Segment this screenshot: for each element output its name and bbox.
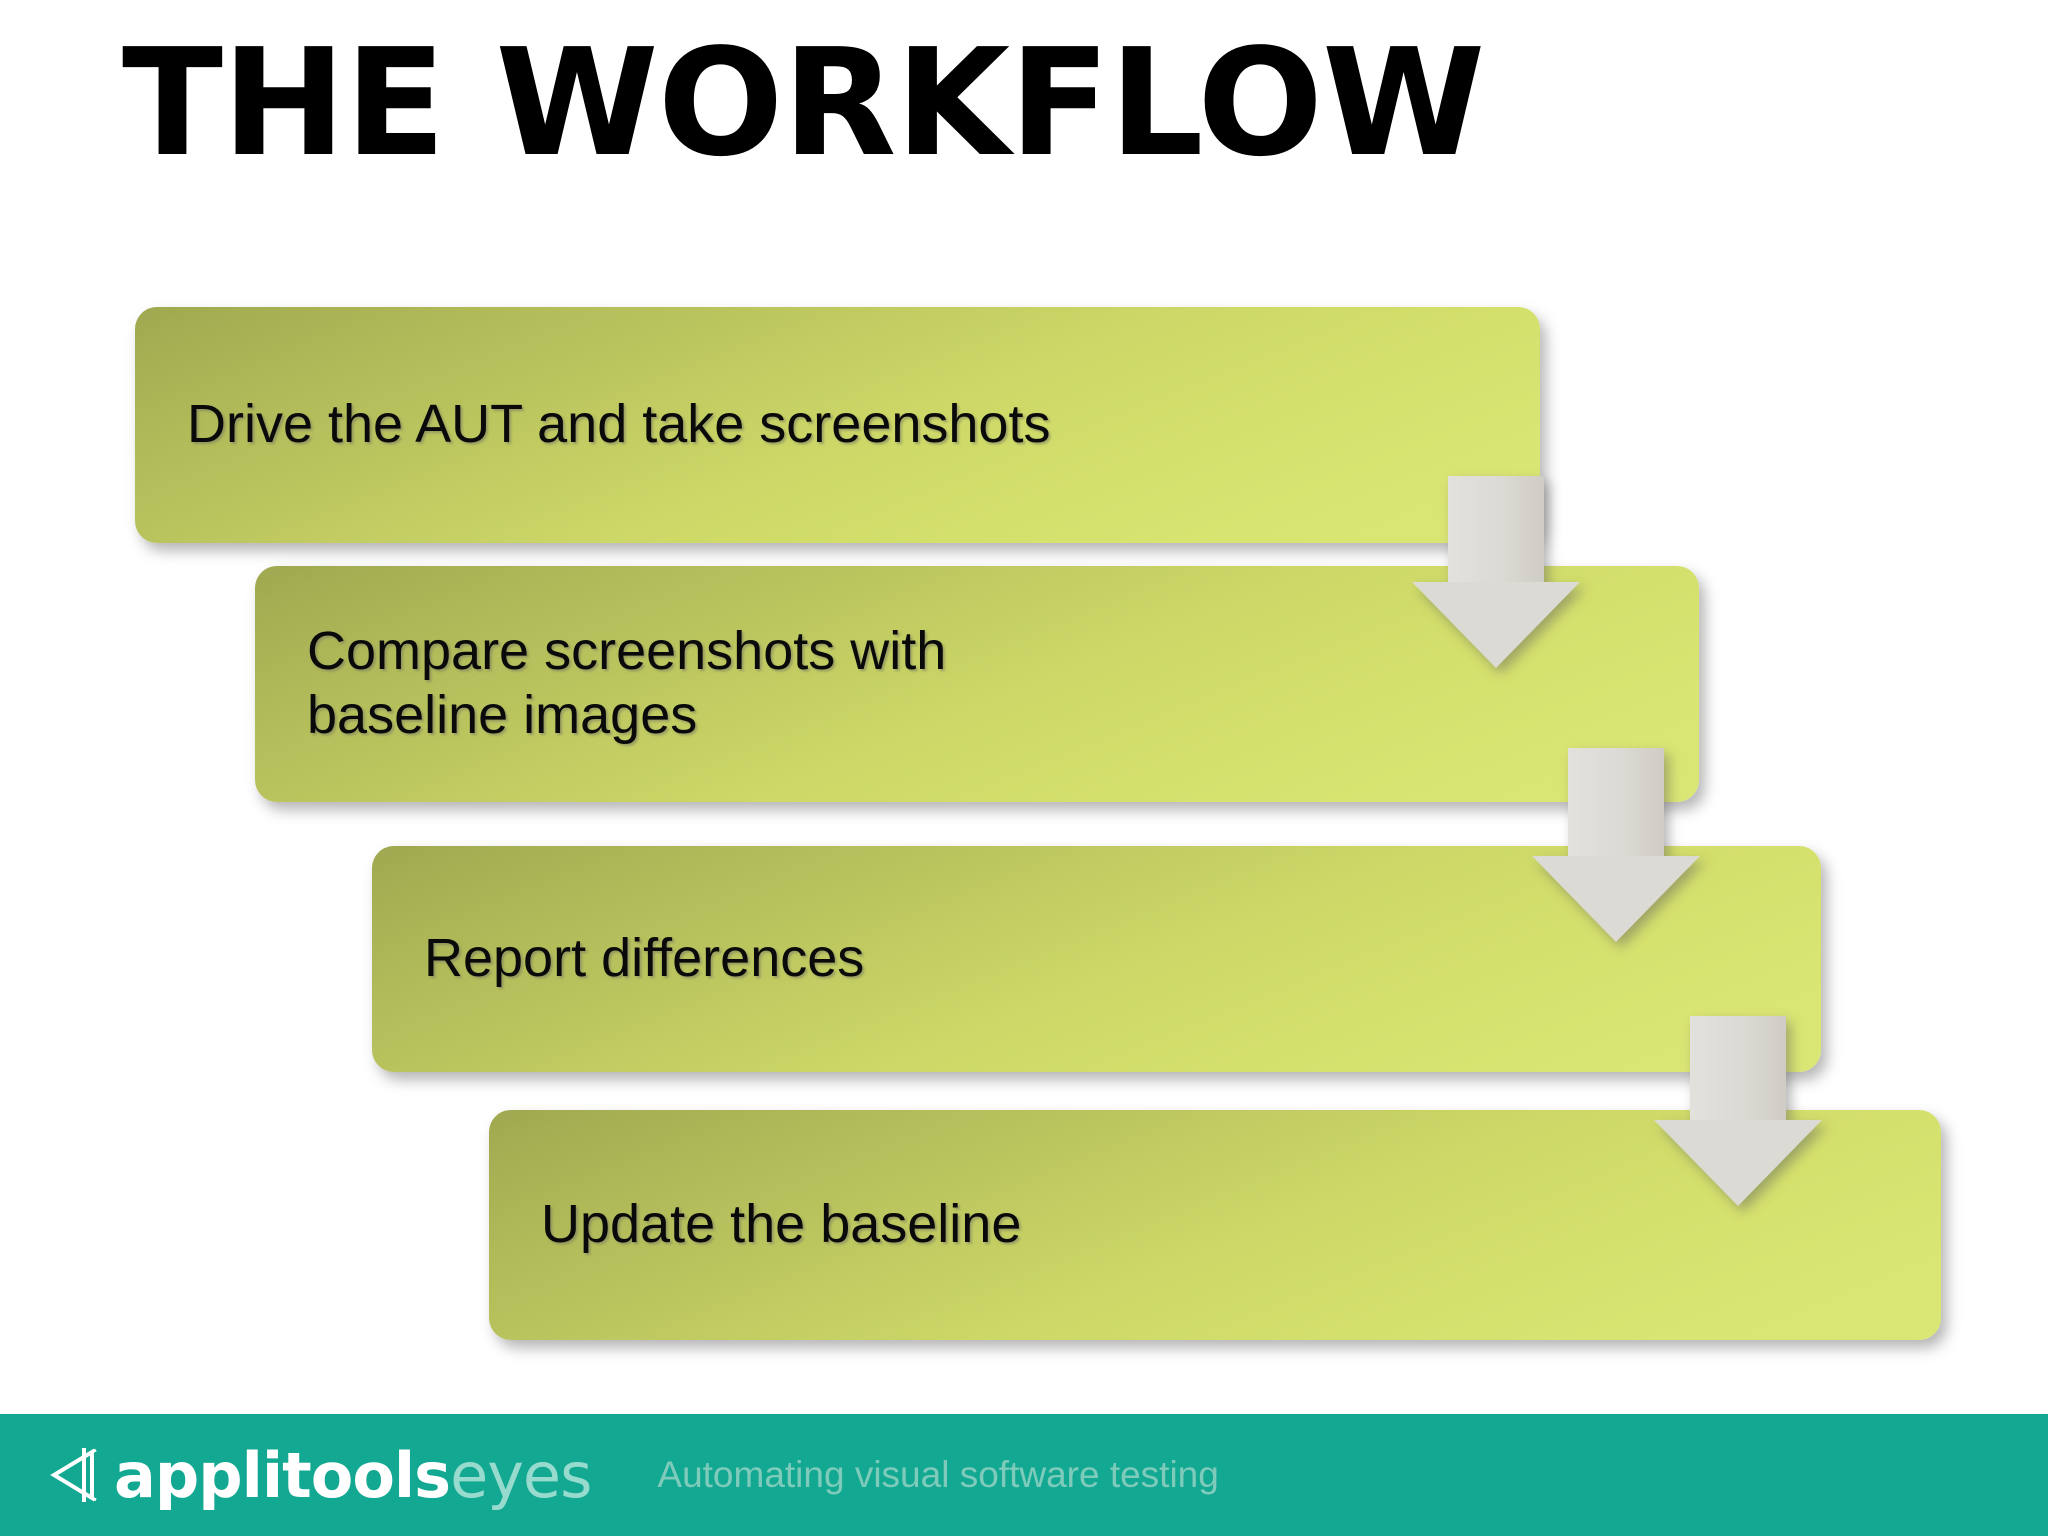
flow-step-2-label: Compare screenshots with baseline images: [307, 621, 947, 745]
flow-step-4[interactable]: Update the baseline: [489, 1110, 1941, 1340]
flow-step-4-label: Update the baseline: [541, 1194, 1022, 1255]
brand-primary: applitools: [114, 1438, 451, 1512]
flow-step-1-label: Drive the AUT and take screenshots: [187, 394, 1051, 455]
brand-secondary: eyes: [450, 1438, 592, 1512]
arrow-head: [1532, 856, 1700, 942]
down-arrow-icon: [1412, 476, 1580, 668]
down-arrow-icon: [1654, 1016, 1822, 1206]
footer-bar: applitoolseyes Automating visual softwar…: [0, 1414, 2048, 1536]
footer-wordmark: applitoolseyes: [114, 1438, 592, 1512]
arrow-shaft: [1448, 476, 1544, 582]
applitools-arrow-mark-icon: [50, 1448, 97, 1502]
footer-tagline: Automating visual software testing: [657, 1454, 1219, 1495]
arrow-shaft: [1690, 1016, 1786, 1120]
arrow-shaft: [1568, 748, 1664, 856]
flow-step-1[interactable]: Drive the AUT and take screenshots: [135, 307, 1540, 543]
flow-step-3-label: Report differences: [424, 928, 865, 989]
down-arrow-icon: [1532, 748, 1700, 942]
arrow-head: [1412, 582, 1580, 668]
arrow-head: [1654, 1120, 1822, 1206]
page-title: THE WORKFLOW: [122, 17, 1485, 189]
